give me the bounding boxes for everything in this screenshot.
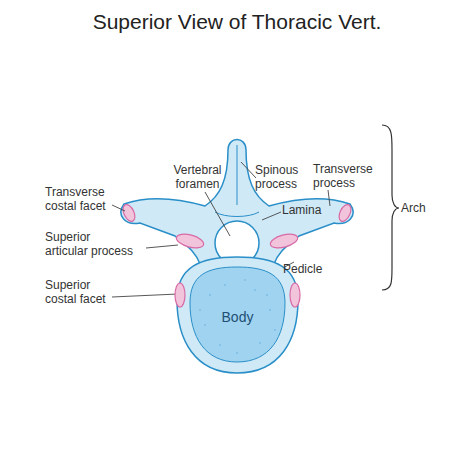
part-label: Superior costal facet [45,278,120,306]
leader-line [328,190,330,206]
superior-articular-facet [175,232,205,251]
vertebral-arch [121,140,353,265]
diagram-title: Superior View of Thoracic Vert. [0,10,474,34]
part-label: Superior articular process [45,230,135,258]
spinous-ridge [237,145,238,205]
part-label: Vertebral foramen [160,163,235,191]
transverse-costal-facet [337,203,354,224]
vertebral-body: Body [175,255,300,375]
superior-articular-facet [269,232,299,251]
part-label: Arch [401,201,426,215]
part-label: Transverse process [313,162,383,190]
arch-bracket [382,125,399,290]
leader-line [146,245,178,248]
leader-line [262,212,281,220]
leader-line [241,162,256,178]
part-label: Pedicle [283,262,322,276]
part-label: Spinous process [255,163,315,191]
body-label: Body [175,309,300,325]
leader-line [112,294,178,297]
lamina-ridge [215,212,259,217]
part-label: Transverse costal facet [45,185,120,213]
leader-line [112,205,125,211]
transverse-costal-facet [121,203,138,224]
part-label: Lamina [282,203,321,217]
leader-line [205,192,230,236]
